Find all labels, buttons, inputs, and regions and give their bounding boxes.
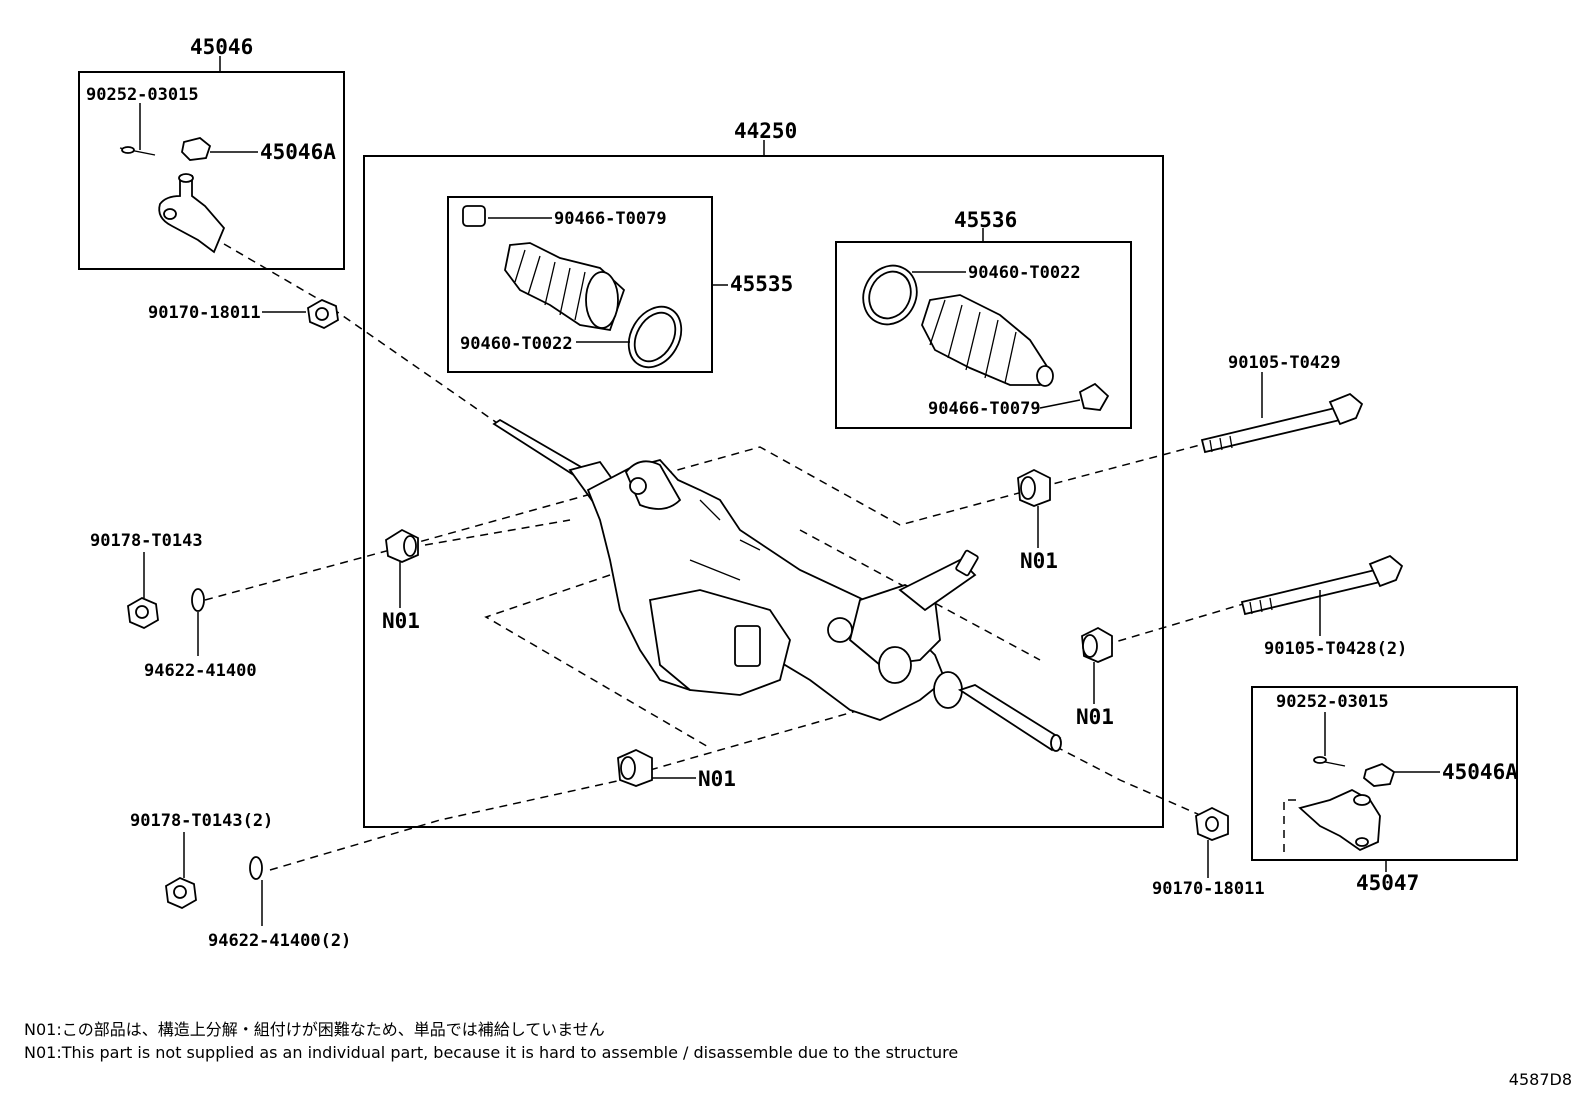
flange-nut-1-icon bbox=[127, 596, 159, 630]
label-90178-t0143: 90178-T0143 bbox=[90, 531, 203, 551]
label-94622-41400: 94622-41400 bbox=[144, 661, 257, 681]
label-90460-t0022-upper: 90460-T0022 bbox=[460, 334, 573, 354]
label-90105-t0428: 90105-T0428(2) bbox=[1264, 639, 1407, 659]
label-94622-41400-2: 94622-41400(2) bbox=[208, 931, 351, 951]
label-45536: 45536 bbox=[954, 208, 1017, 232]
label-90466-t0079-rh: 90466-T0079 bbox=[928, 399, 1041, 419]
lock-nut-lh-icon bbox=[307, 298, 339, 330]
box-45047 bbox=[1251, 686, 1518, 861]
label-45046: 45046 bbox=[190, 35, 253, 59]
label-90105-t0429: 90105-T0429 bbox=[1228, 353, 1341, 373]
note-japanese: N01:この部品は、構造上分解・組付けが困難なため、単品では補給していません bbox=[24, 1020, 605, 1039]
lock-nut-rh-icon bbox=[1195, 806, 1229, 841]
flange-nut-2-icon bbox=[165, 876, 197, 910]
washer-2-icon bbox=[249, 856, 263, 880]
label-n01-lower-right: N01 bbox=[1076, 705, 1114, 729]
steering-gear-body-icon bbox=[492, 418, 1062, 752]
label-n01-upper-right: N01 bbox=[1020, 549, 1058, 573]
bolt-90105-t0428-icon bbox=[1240, 554, 1404, 616]
boot-rh-icon bbox=[862, 264, 1110, 411]
bushing-n01-upper-right-icon bbox=[1017, 468, 1051, 507]
label-45047: 45047 bbox=[1356, 871, 1419, 895]
label-45535: 45535 bbox=[730, 272, 793, 296]
bushing-n01-lower-right-icon bbox=[1081, 626, 1113, 663]
label-45046a-rh: 45046A bbox=[1442, 760, 1518, 784]
label-45046a-lh: 45046A bbox=[260, 140, 336, 164]
label-n01-bottom: N01 bbox=[698, 767, 736, 791]
box-45046 bbox=[78, 71, 345, 270]
bushing-n01-bottom-icon bbox=[617, 749, 653, 787]
bushing-n01-left-icon bbox=[385, 528, 419, 563]
label-90252-03015-rh: 90252-03015 bbox=[1276, 692, 1389, 712]
bolt-90105-t0429-icon bbox=[1200, 392, 1364, 454]
label-90460-t0022-rh: 90460-T0022 bbox=[968, 263, 1081, 283]
note-english: N01:This part is not supplied as an indi… bbox=[24, 1043, 959, 1062]
washer-1-icon bbox=[191, 588, 205, 612]
boot-lh-icon bbox=[462, 205, 683, 369]
label-90466-t0079-upper: 90466-T0079 bbox=[554, 209, 667, 229]
label-44250: 44250 bbox=[734, 119, 797, 143]
tie-rod-end-lh-icon bbox=[119, 137, 226, 254]
label-90170-18011-rh: 90170-18011 bbox=[1152, 879, 1265, 899]
tie-rod-end-rh-icon bbox=[1298, 756, 1396, 852]
diagram-code: 4587D8 bbox=[1508, 1070, 1572, 1089]
label-90170-18011-lh: 90170-18011 bbox=[148, 303, 261, 323]
label-90252-03015-lh: 90252-03015 bbox=[86, 85, 199, 105]
label-90178-t0143-2: 90178-T0143(2) bbox=[130, 811, 273, 831]
label-n01-left: N01 bbox=[382, 609, 420, 633]
